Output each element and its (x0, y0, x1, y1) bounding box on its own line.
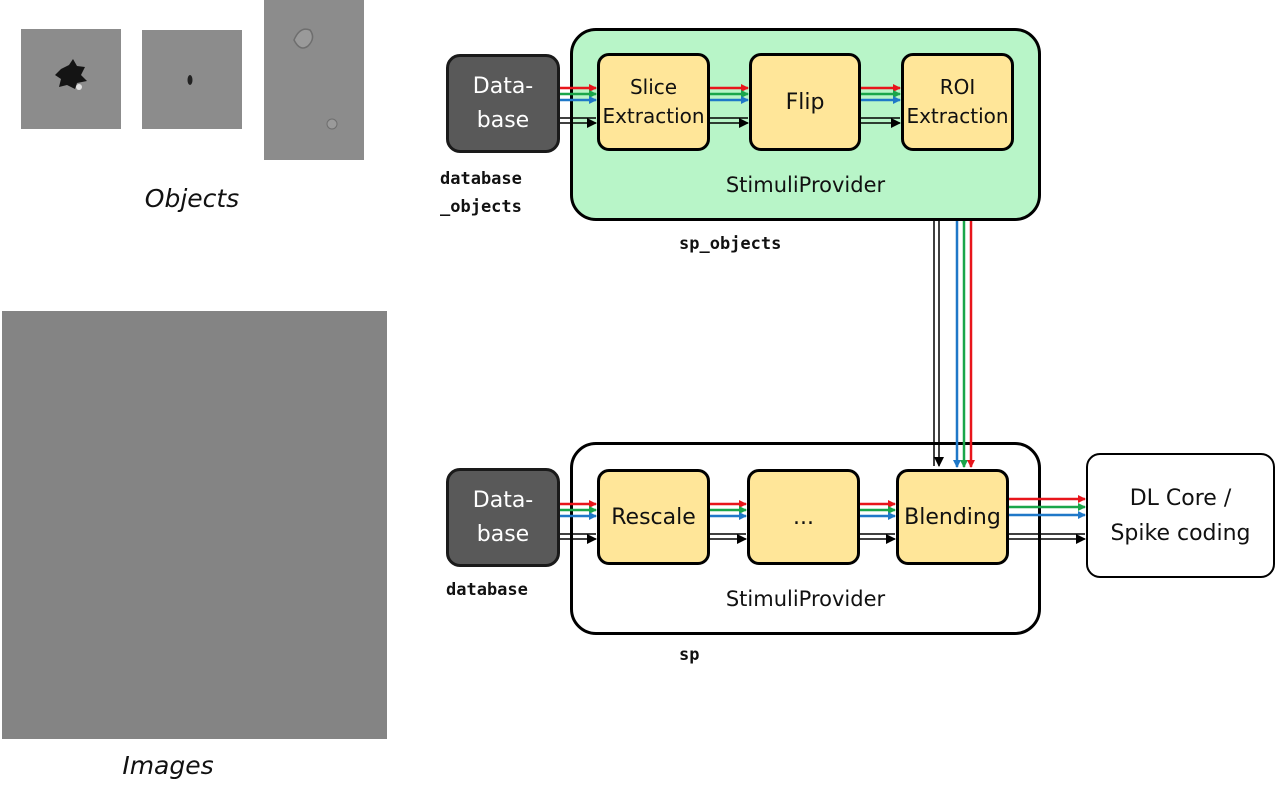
database-objects-block: Data- base (446, 54, 560, 153)
database-objects-var: database _objects (440, 169, 522, 217)
stimuli-provider-label: StimuliProvider (725, 587, 886, 611)
database-main-block: Data- base (446, 468, 560, 567)
rescale-stage: Rescale (597, 469, 710, 565)
object-defect-shape (187, 75, 193, 85)
ellipsis-stage: ... (747, 469, 860, 565)
roi-extraction-stage: ROI Extraction (901, 53, 1014, 151)
slice-extraction-stage: Slice Extraction (597, 53, 710, 151)
arrow-sp-objects-to-blending (933, 221, 975, 468)
object-thumbnail-3 (264, 0, 364, 160)
blending-stage: Blending (896, 469, 1009, 565)
object-defect-shape (55, 59, 87, 90)
flip-stage: Flip (749, 53, 861, 151)
dl-core-output-block: DL Core / Spike coding (1086, 453, 1275, 578)
objects-caption: Objects (144, 184, 240, 213)
images-caption: Images (122, 751, 214, 780)
object-thumbnail-2 (142, 30, 242, 129)
sp-var: sp (679, 645, 700, 665)
image-sample (2, 311, 387, 739)
object-defect-shape (293, 28, 338, 130)
stimuli-provider-label: StimuliProvider (725, 173, 886, 197)
object-thumbnail-1 (21, 29, 121, 129)
sp-objects-var: sp_objects (679, 234, 782, 254)
database-main-var: database (446, 580, 528, 600)
